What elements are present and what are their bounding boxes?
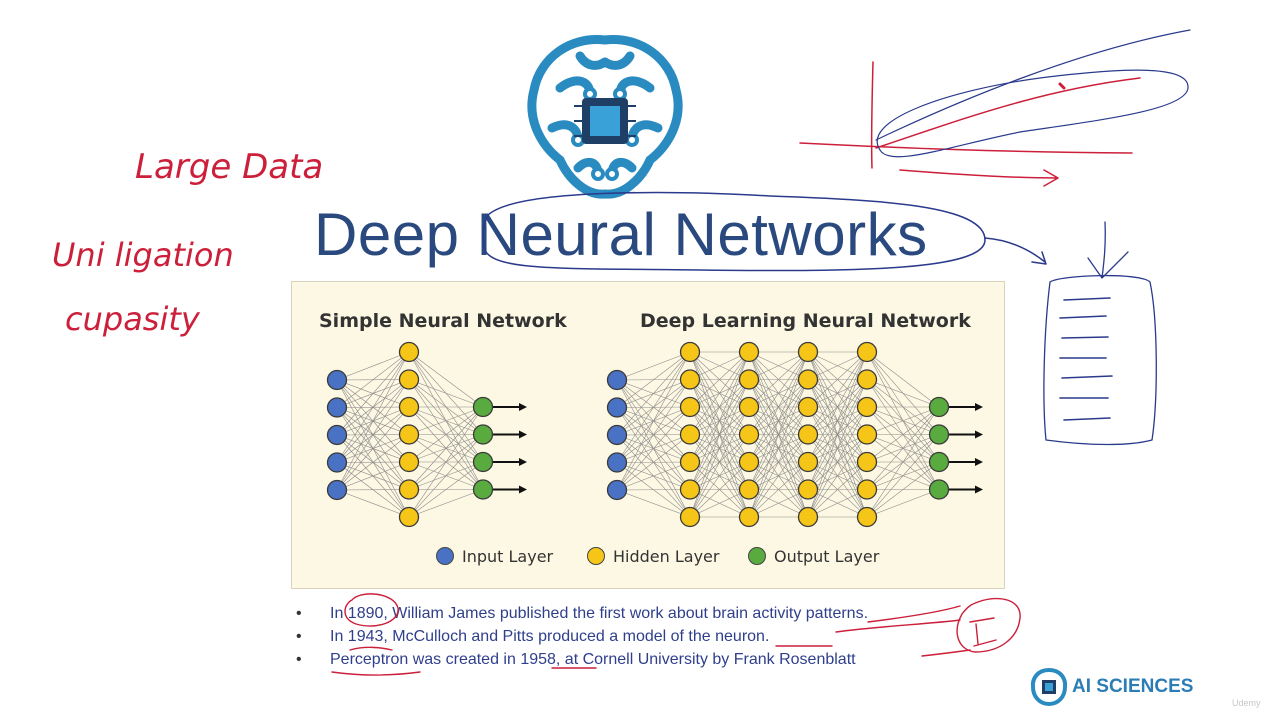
hidden-neuron [738,424,760,445]
hidden-neuron [398,369,420,390]
hidden-neuron [738,369,760,390]
input-neuron [326,452,348,473]
hidden-neuron [398,506,420,528]
output-arrowhead [519,485,527,494]
output-neuron [472,424,494,445]
bullet-marker: • [296,651,302,668]
hidden-neuron [797,424,819,445]
bullet-item: • Perceptron was created in 1958, at Corn… [296,649,868,672]
history-bullets: • In 1890, William James published the fi… [296,603,868,672]
hidden-neuron [856,341,878,363]
hidden-neuron [797,479,819,500]
output-arrowhead [519,403,527,411]
deep-network-connections [616,351,940,518]
input-neuron [326,397,348,418]
hidden-neuron [398,341,420,363]
output-neuron [928,424,950,445]
hidden-neuron [797,506,819,528]
hidden-neuron [797,341,819,363]
legend-hidden: Hidden Layer [587,545,719,567]
hidden-layer-swatch [587,547,605,565]
hidden-neuron [679,396,701,418]
hidden-neuron [679,341,701,363]
bullet-text: In 1890, William James published the fir… [330,605,869,622]
output-layer-swatch [748,547,766,565]
input-neuron [606,479,628,501]
output-neuron [928,396,950,418]
hidden-neuron [856,369,878,390]
hidden-neuron [679,424,701,445]
bullet-item: • In 1943, McCulloch and Pitts produced a… [296,626,868,649]
hidden-neuron [738,451,760,473]
output-neuron [928,479,950,500]
hidden-neuron [856,506,878,528]
output-neuron [472,451,494,473]
simple-network-label: Simple Neural Network [319,310,567,332]
hidden-neuron [738,341,760,363]
brand-name: AI SCIENCES [1072,676,1194,697]
hidden-neuron [797,451,819,473]
legend-input-label: Input Layer [462,546,554,566]
input-neuron [606,424,628,446]
output-neuron [472,479,494,500]
legend-output: Output Layer [748,545,879,567]
hidden-neuron [398,479,420,500]
hidden-neuron [856,479,878,500]
output-arrowhead [975,458,983,466]
output-neuron [928,451,950,473]
hidden-neuron [797,369,819,390]
input-neuron [326,369,348,391]
hidden-neuron [738,396,760,418]
output-arrowhead [975,403,983,411]
udemy-watermark: Udemy [1232,698,1261,708]
input-neuron [606,452,628,473]
legend-input: Input Layer [436,545,553,567]
output-arrowhead [975,485,983,494]
output-arrowhead [975,430,983,439]
hidden-neuron [679,451,701,473]
input-neuron [326,479,348,501]
hidden-neuron [856,396,878,418]
hidden-neuron [679,369,701,390]
legend-output-label: Output Layer [774,546,880,566]
hidden-neuron [738,506,760,528]
input-neuron [326,424,348,446]
simple-network-connections [336,351,484,518]
bullet-text: Perceptron was created in 1958, at Corne… [330,651,856,668]
input-neuron [606,369,628,391]
hidden-neuron [797,396,819,418]
hidden-neuron [738,479,760,500]
brain-logo-icon [527,35,683,199]
output-arrowhead [519,458,527,466]
hidden-neuron [679,506,701,528]
hidden-neuron [398,396,420,418]
output-neuron [472,396,494,418]
hidden-neuron [398,451,420,473]
hidden-neuron [856,451,878,473]
bullet-marker: • [296,628,302,645]
bullet-marker: • [296,605,302,622]
bullet-text: In 1943, McCulloch and Pitts produced a … [330,628,770,645]
hidden-neuron [398,424,420,445]
input-layer-swatch [436,547,454,565]
brain-small-icon [1030,667,1068,707]
deep-network-label: Deep Learning Neural Network [640,310,971,332]
hidden-neuron [856,424,878,445]
input-neuron [606,397,628,418]
ai-sciences-brand: AI SCIENCES [1030,667,1193,707]
bullet-item: • In 1890, William James published the fi… [296,603,868,626]
output-arrowhead [519,430,527,439]
hidden-neuron [679,479,701,500]
legend-hidden-label: Hidden Layer [613,546,720,566]
